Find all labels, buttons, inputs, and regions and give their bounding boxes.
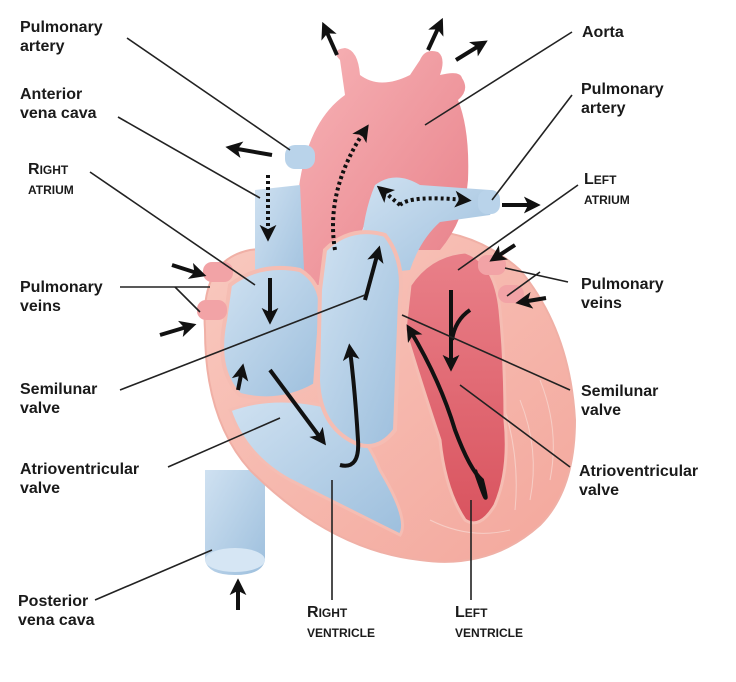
label-semilunar-valve-right: Semilunar valve	[581, 382, 658, 420]
label-right-atrium: RIGHT ATRIUM	[28, 160, 74, 200]
label-line: VENTRICLE	[307, 626, 376, 640]
leader-left-atrium	[457, 184, 579, 271]
label-line: Pulmonary	[581, 81, 664, 98]
label-posterior-vena-cava: Posterior vena cava	[18, 592, 95, 630]
label-line: ATRIUM	[28, 183, 74, 197]
label-right-ventricle: RIGHT VENTRICLE	[307, 603, 375, 643]
pulmonary-veins-left-vessels	[197, 262, 233, 320]
label-line: Anterior	[20, 86, 83, 103]
arrow-ra-to-rv	[268, 368, 327, 446]
label-line: valve	[581, 402, 622, 419]
right-ventricle-outflow	[315, 230, 403, 448]
label-line: valve	[20, 480, 61, 497]
arrow-aorta-mid	[426, 17, 444, 51]
arrow-pulmonary-left	[225, 141, 273, 159]
label-line: Pulmonary	[581, 276, 664, 293]
label-left-ventricle: LEFT VENTRICLE	[455, 603, 523, 643]
arrow-rv-j	[339, 343, 361, 468]
label-rest: EFT	[593, 173, 617, 187]
label-atrioventricular-valve-left: Atrioventricular valve	[20, 460, 139, 498]
label-pulmonary-artery-left: Pulmonary artery	[20, 18, 103, 56]
label-atrioventricular-valve-right: Atrioventricular valve	[579, 462, 698, 500]
leader-pulmonary-artery-left	[126, 37, 291, 151]
label-initial: L	[584, 171, 594, 188]
label-rest: IGHT	[39, 163, 69, 177]
label-pulmonary-veins-left: Pulmonary veins	[20, 278, 103, 316]
arrow-conus-up	[363, 245, 384, 301]
leader-av-right	[459, 384, 571, 468]
leader-pulmonary-veins-left-b	[174, 286, 201, 313]
label-initial: R	[28, 161, 40, 178]
dotted-arrow-aorta-arch	[331, 124, 369, 251]
label-initial: L	[455, 604, 465, 621]
label-line: vena cava	[20, 105, 97, 122]
label-initial: R	[307, 604, 319, 621]
label-rest: EFT	[464, 606, 488, 620]
leader-right-atrium	[89, 171, 256, 286]
label-left-atrium: LEFT ATRIUM	[584, 170, 630, 210]
leader-posterior-vena-cava	[94, 549, 213, 601]
label-semilunar-valve-left: Semilunar valve	[20, 380, 97, 418]
label-line: Pulmonary	[20, 19, 103, 36]
leader-lines	[89, 31, 579, 601]
label-line: Posterior	[18, 593, 89, 610]
label-line: Pulmonary	[20, 279, 103, 296]
label-line: artery	[581, 100, 626, 117]
arrow-pv-right-bottom	[515, 292, 547, 309]
leader-av-left	[167, 417, 281, 468]
label-line: valve	[20, 400, 61, 417]
leader-pulmonary-artery-right	[491, 94, 573, 201]
arrow-aorta-left	[321, 21, 339, 56]
pulmonary-artery-branch-left	[285, 145, 315, 169]
arrow-pv-left-bottom	[159, 320, 197, 337]
label-line: Aorta	[582, 24, 624, 41]
label-line: valve	[579, 482, 620, 499]
label-line: Atrioventricular	[579, 463, 699, 480]
posterior-vena-cava-vessel	[205, 470, 265, 575]
label-rest: IGHT	[318, 606, 348, 620]
dotted-arrow-pa-left	[376, 185, 402, 207]
leader-semilunar-left	[119, 294, 366, 391]
label-pulmonary-artery-right: Pulmonary artery	[581, 80, 664, 118]
label-line: vena cava	[18, 612, 95, 629]
label-line: artery	[20, 38, 65, 55]
label-line: Atrioventricular	[20, 461, 140, 478]
leader-aorta	[424, 31, 573, 126]
arrow-pv-left-top	[171, 262, 207, 279]
dotted-arrow-pa-right	[398, 190, 472, 208]
arrow-pv-right-top	[489, 243, 517, 262]
label-line: Semilunar	[20, 381, 98, 398]
arrow-aorta-right	[454, 40, 488, 62]
label-line: VENTRICLE	[455, 626, 524, 640]
label-line: veins	[581, 295, 622, 312]
label-line: ATRIUM	[584, 193, 630, 207]
arrow-rv-small-up	[231, 363, 249, 391]
label-aorta: Aorta	[582, 23, 624, 42]
dotted-flow-arrows	[259, 124, 472, 251]
arrow-lv-j	[406, 324, 488, 500]
leader-semilunar-right	[401, 314, 571, 391]
leader-pulmonary-veins-right-b	[506, 271, 541, 297]
label-pulmonary-veins-right: Pulmonary veins	[581, 275, 664, 313]
label-line: veins	[20, 298, 61, 315]
label-anterior-vena-cava: Anterior vena cava	[20, 85, 97, 123]
leader-anterior-vena-cava	[117, 116, 261, 199]
flow-arrows	[159, 17, 547, 610]
label-line: Semilunar	[581, 383, 659, 400]
